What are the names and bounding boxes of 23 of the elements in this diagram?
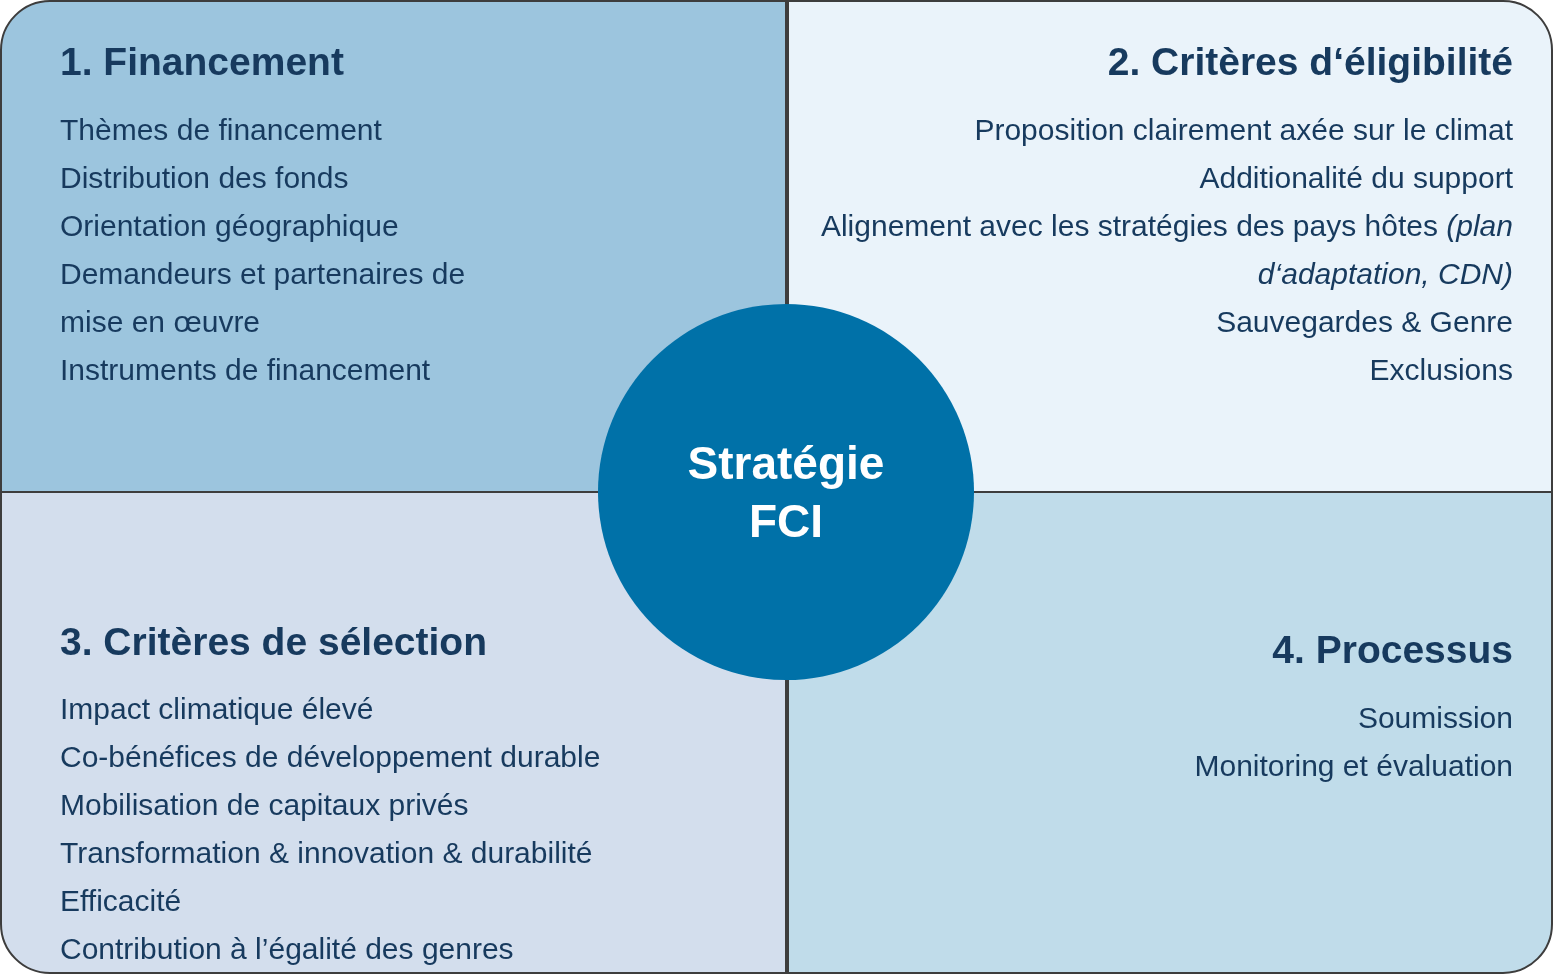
section-heading: 2. Critères d‘éligibilité xyxy=(1107,39,1513,85)
center-title: Stratégie FCI xyxy=(686,436,886,549)
list-item: Orientation géographique xyxy=(60,208,399,244)
list-item: Sauvegardes & Genre xyxy=(1216,304,1513,340)
list-item: Impact climatique élevé xyxy=(60,691,374,727)
list-item: Distribution des fonds xyxy=(60,160,349,196)
section-heading: 3. Critères de sélection xyxy=(60,619,488,665)
list-item: Thèmes de financement xyxy=(60,112,382,148)
list-item: Additionalité du support xyxy=(1199,160,1513,196)
list-item: Instruments de financement xyxy=(60,352,431,388)
list-item: Efficacité xyxy=(60,883,182,919)
list-item: Transformation & innovation & durabilité xyxy=(60,835,593,871)
section-heading: 1. Financement xyxy=(60,39,344,85)
list-item: Co-bénéfices de développement durable xyxy=(60,739,601,775)
section-heading: 4. Processus xyxy=(1272,627,1513,673)
list-item: Soumission xyxy=(1357,700,1513,736)
list-item: Proposition clairement axée sur le climat xyxy=(974,112,1513,148)
list-item: Alignement avec les stratégies des pays hôtes (plan d‘adaptation, CDN) xyxy=(819,208,1513,292)
list-item: Exclusions xyxy=(1369,352,1513,388)
list-item: Mobilisation de capitaux privés xyxy=(60,787,469,823)
list-item: Contribution à l’égalité des genres xyxy=(60,931,514,967)
list-item: Demandeurs et partenaires de mise en œuvre xyxy=(60,256,467,340)
list-item: Monitoring et évaluation xyxy=(1194,748,1513,784)
